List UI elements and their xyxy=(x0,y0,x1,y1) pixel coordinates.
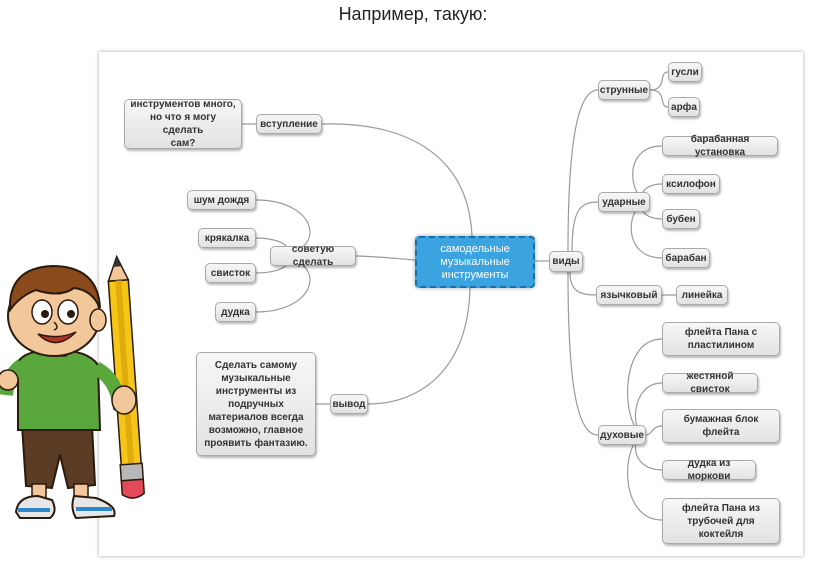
percussion-item-drumkit[interactable]: барабанная установка xyxy=(662,134,778,158)
link-wind-3 xyxy=(645,425,663,436)
intro-node[interactable]: вступление xyxy=(256,114,322,134)
wind-item-paper-flute[interactable]: бумажная блок флейта xyxy=(662,409,780,443)
wind-item-tin-whistle[interactable]: жестяной свисток xyxy=(662,371,758,395)
strings-item-harp[interactable]: арфа xyxy=(668,97,700,117)
conclusion-node[interactable]: вывод xyxy=(330,394,368,414)
link-wind-5 xyxy=(627,434,663,521)
center-node[interactable]: самодельные музыкальные инструменты xyxy=(415,236,535,288)
link-types-wind xyxy=(567,271,599,436)
percussion-item-tambourine[interactable]: бубен xyxy=(662,209,700,229)
link-types-strings xyxy=(567,89,599,252)
wind-item-carrot-pipe[interactable]: дудка из моркови xyxy=(662,458,756,482)
boy-with-pencil-illustration xyxy=(0,254,146,520)
advice-item-rain[interactable]: шум дождя xyxy=(187,190,256,210)
reed-node[interactable]: язычковый xyxy=(596,285,662,305)
strings-item-gusli[interactable]: гусли xyxy=(668,62,702,82)
reed-item-ruler[interactable]: линейка xyxy=(676,285,728,305)
link-center-advice xyxy=(355,255,416,261)
percussion-node[interactable]: ударные xyxy=(598,192,650,212)
link-strings-gusli xyxy=(649,71,669,91)
advice-item-whistle[interactable]: свисток xyxy=(205,263,256,283)
types-node[interactable]: виды xyxy=(549,251,583,272)
link-wind-1 xyxy=(627,338,663,436)
link-center-conclusion xyxy=(367,287,471,405)
intro-text-node[interactable]: инструментов много, но что я могу сделат… xyxy=(124,99,242,149)
page-caption: Например, такую: xyxy=(338,4,488,24)
percussion-item-xylophone[interactable]: ксилофон xyxy=(662,174,720,194)
advice-node[interactable]: советую сделать xyxy=(270,244,356,268)
strings-node[interactable]: струнные xyxy=(598,80,650,100)
link-strings-harp xyxy=(649,89,669,108)
advice-item-pipe[interactable]: дудка xyxy=(215,302,256,322)
wind-item-pan-straws[interactable]: флейта Пана из трубочей для коктейля xyxy=(662,498,780,544)
link-types-percussion xyxy=(571,201,599,252)
conclusion-text-node[interactable]: Сделать самому музыкальные инструменты и… xyxy=(196,352,316,456)
wind-item-pan-plasticine[interactable]: флейта Пана с пластилином xyxy=(662,322,780,356)
percussion-item-drum[interactable]: барабан xyxy=(662,248,710,268)
link-center-intro xyxy=(321,123,473,237)
advice-item-duck[interactable]: крякалка xyxy=(198,228,256,248)
wind-node[interactable]: духовые xyxy=(598,425,646,445)
link-types-reed xyxy=(569,271,597,296)
